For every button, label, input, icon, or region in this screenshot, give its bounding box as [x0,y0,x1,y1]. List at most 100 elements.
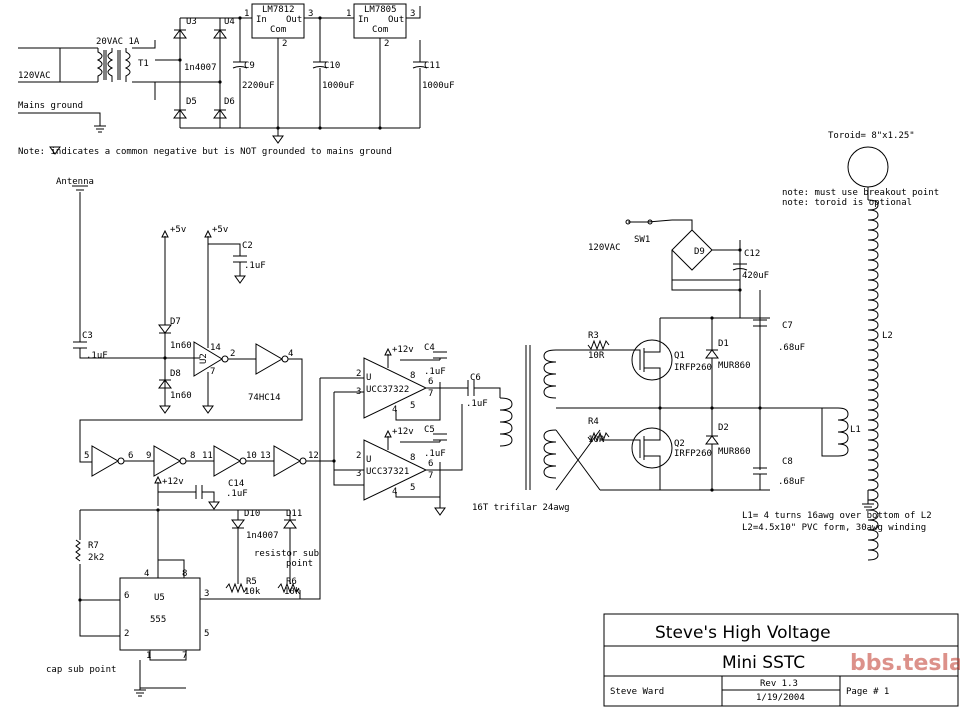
bridge-rectifier [155,17,240,129]
d10-label: D10 [244,509,260,519]
transformer-rating: 20VAC 1A [96,37,140,47]
d6-label: D6 [224,97,235,107]
u5-pin8: 8 [182,569,187,579]
ground-note: Note: indicates a common negative but is… [18,147,392,157]
date-text: 1/19/2004 [756,693,805,703]
c9-value: 2200uF [242,81,275,91]
c7-label: C7 [782,321,793,331]
rectifier-part: 1n4007 [184,63,217,73]
c7-value: .68uF [778,343,805,353]
c11-label: C11 [424,61,440,71]
drv2-pin5: 5 [410,483,415,493]
u3-label: U3 [186,17,197,27]
d10-part: 1n4007 [246,531,279,541]
d1-part: MUR860 [718,361,751,371]
reg1-pin2: 2 [282,39,287,49]
driver-ucc37321 [363,439,428,501]
driver2-part: UCC37321 [366,467,409,477]
q1-part: IRFP260 [674,363,712,373]
breakout-note: note: must use breakout point [782,188,939,198]
resistor-sub-point: point [286,559,313,569]
watermark-text: bbs.tesla... [850,651,960,676]
u2-label: U2 [199,353,209,364]
d7-label: D7 [170,317,181,327]
c3-value: .1uF [86,351,108,361]
d9-label: D9 [694,247,705,257]
drv2-pin8: 8 [410,453,415,463]
c4-label: C4 [424,343,435,353]
timer-555 [75,476,301,697]
gate-pin2: 2 [230,349,235,359]
u5-part: 555 [150,615,166,625]
c14-value: .1uF [226,489,248,499]
c10-label: C10 [324,61,340,71]
page-number: Page # 1 [846,687,889,697]
u5-pin4: 4 [144,569,149,579]
gate-pin5: 5 [84,451,89,461]
d1-label: D1 [718,339,729,349]
l1-label: L1 [850,425,861,435]
c5-label: C5 [424,425,435,435]
drv2-pin6: 6 [428,459,433,469]
driver2-u: U [366,455,371,465]
u5-pin1: 1 [146,651,151,661]
r6-value: 10k [284,587,301,597]
c8-value: .68uF [778,477,805,487]
driver-ucc37322 [363,357,428,419]
drv1-pin2: 2 [356,369,361,379]
r5-value: 10k [244,587,261,597]
r7-value: 2k2 [88,553,104,563]
c9-label: C9 [244,61,255,71]
u5-pin5: 5 [204,629,209,639]
half-bridge [625,219,770,492]
reg2-in: In [358,15,369,25]
plus5v-b: +5v [212,225,228,235]
d2-part: MUR860 [718,447,751,457]
drv2-pin7: 7 [428,471,433,481]
d7-part: 1n60 [170,341,192,351]
mains-ground-label: Mains ground [18,101,83,111]
c12-value: 420uF [742,271,769,281]
c10-value: 1000uF [322,81,355,91]
r6-label: R6 [286,577,297,587]
gate-pin9: 9 [146,451,151,461]
reg1-in: In [256,15,267,25]
bridge-d9 [671,229,713,271]
u5-pin6: 6 [124,591,129,601]
gdt-label: 16T trifilar 24awg [472,503,570,513]
r4-value: 10R [588,435,605,445]
q1-label: Q1 [674,351,685,361]
driver1-part: UCC37322 [366,385,409,395]
title-text: Steve's High Voltage [655,623,831,643]
drv1-pin5: 5 [410,401,415,411]
c11-value: 1000uF [422,81,455,91]
drv1-pin6: 6 [428,377,433,387]
drv2-pin3: 3 [356,469,361,479]
drv1-pin3: 3 [356,387,361,397]
q2-label: Q2 [674,439,685,449]
power-supply-section [18,3,428,155]
toroid-note: note: toroid is optional [782,198,912,208]
drv1-pin4: 4 [392,405,397,415]
gate-pin8: 8 [190,451,195,461]
d11-label: D11 [286,509,302,519]
reg1-com: Com [270,25,286,35]
lm7812-label: LM7812 [262,5,295,15]
labels: 20VAC 1A 120VAC Mains ground T1 U3 U4 1n… [18,5,960,703]
coils [770,146,889,561]
c6-label: C6 [470,373,481,383]
c2-label: C2 [242,241,253,251]
reg2-pin3: 3 [410,9,415,19]
d2-label: D2 [718,423,729,433]
reg2-pin2: 2 [384,39,389,49]
reg2-out: Out [388,15,404,25]
u5-pin3: 3 [204,589,209,599]
c6-value: .1uF [466,399,488,409]
l2-note: L2=4.5x10" PVC form, 30awg winding [742,523,926,533]
reg2-pin1: 1 [346,9,351,19]
title-block [603,613,959,707]
d5-label: D5 [186,97,197,107]
d8-label: D8 [170,369,181,379]
u5-pin2: 2 [124,629,129,639]
